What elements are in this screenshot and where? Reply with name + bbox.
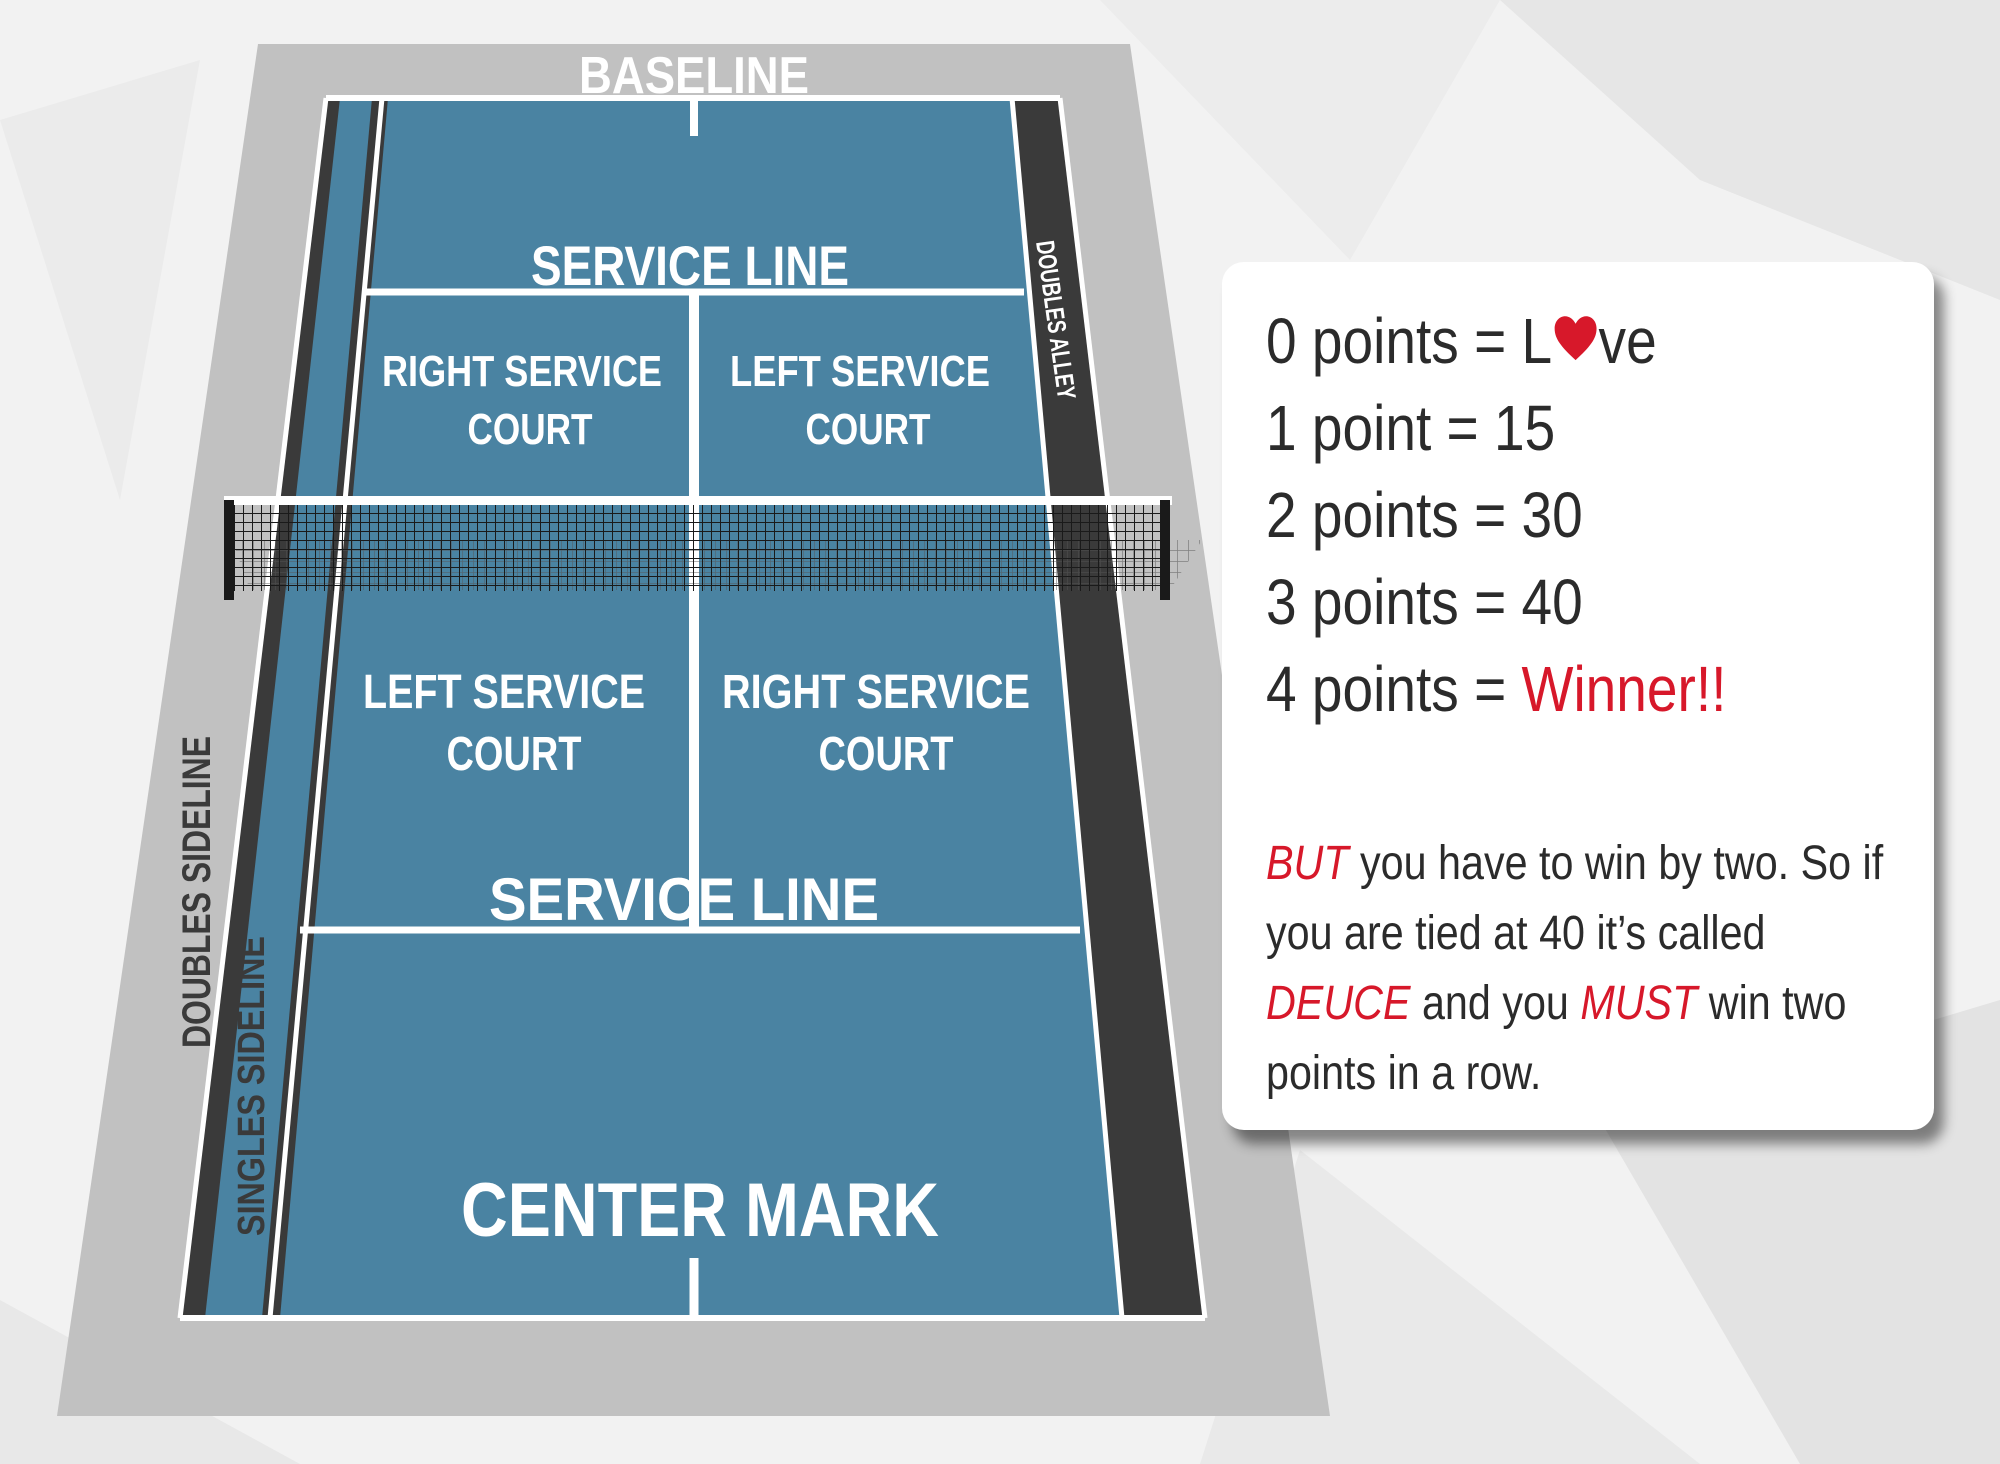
net-post-left: [224, 500, 234, 600]
score-row-30-text: 2 points = 30: [1266, 479, 1583, 551]
bottom-right-service-court-label-1: RIGHT SERVICE: [722, 666, 1030, 719]
bottom-right-service-court-label-2: COURT: [819, 728, 954, 781]
score-row-winner-prefix: 4 points =: [1266, 653, 1522, 725]
center-mark-label: CENTER MARK: [461, 1168, 939, 1253]
top-left-service-court-label-1: LEFT SERVICE: [730, 347, 990, 396]
service-line-bottom-label: SERVICE LINE: [489, 866, 879, 933]
rule-part3: win two points in a row.: [1266, 977, 1847, 1100]
net-post-right: [1160, 500, 1170, 600]
doubles-sideline-left: [177, 97, 329, 1319]
doubles-alley: [1012, 98, 1205, 1318]
service-line-top-label: SERVICE LINE: [531, 234, 849, 297]
doubles-sideline-label: DOUBLES SIDELINE: [175, 736, 219, 1048]
score-row-love: 0 points = L ve: [1266, 298, 1815, 385]
rule-part2: and you: [1410, 977, 1581, 1030]
court-lines: [177, 95, 1208, 1321]
rule-part1: you have to win by two. So if you are ti…: [1266, 837, 1884, 960]
top-right-service-court-label-2: COURT: [468, 405, 593, 454]
net-tape: [224, 496, 1172, 505]
rule-but: BUT: [1266, 837, 1349, 890]
singles-sideline-left: [267, 97, 385, 1319]
deuce-rule-text: BUT you have to win by two. So if you ar…: [1266, 829, 1885, 1109]
scoring-card: 0 points = L ve 1 point = 15 2 points = 3…: [1222, 262, 1934, 1130]
bottom-left-service-court-label-2: COURT: [447, 728, 582, 781]
score-row-40-text: 3 points = 40: [1266, 566, 1583, 638]
tennis-net: [224, 496, 1202, 600]
score-row-love-suffix: ve: [1598, 305, 1657, 377]
score-row-40: 3 points = 40: [1266, 559, 1815, 646]
winner-highlight: Winner!!: [1521, 653, 1727, 725]
court-labels: BASELINE SERVICE LINE RIGHT SERVICE COUR…: [175, 47, 1082, 1253]
left-alley-strip: [180, 98, 340, 1318]
score-row-love-prefix: 0 points = L: [1266, 305, 1553, 377]
singles-sideline-label: SINGLES SIDELINE: [231, 936, 273, 1236]
heart-icon: [1554, 316, 1597, 361]
score-row-30: 2 points = 30: [1266, 472, 1815, 559]
baseline-label: BASELINE: [579, 47, 809, 105]
rule-deuce: DEUCE: [1266, 977, 1411, 1030]
doubles-sideline-right: [1057, 97, 1208, 1319]
score-row-winner: 4 points = Winner!!: [1266, 646, 1815, 733]
top-right-service-court-label-1: RIGHT SERVICE: [382, 347, 662, 396]
score-row-15-text: 1 point = 15: [1266, 392, 1556, 464]
singles-sideline-right: [1009, 97, 1125, 1319]
bottom-left-service-court-label-1: LEFT SERVICE: [363, 666, 645, 719]
rule-must: MUST: [1580, 977, 1698, 1030]
top-left-service-court-label-2: COURT: [806, 405, 931, 454]
net-mesh: [228, 503, 1168, 591]
score-row-15: 1 point = 15: [1266, 385, 1815, 472]
